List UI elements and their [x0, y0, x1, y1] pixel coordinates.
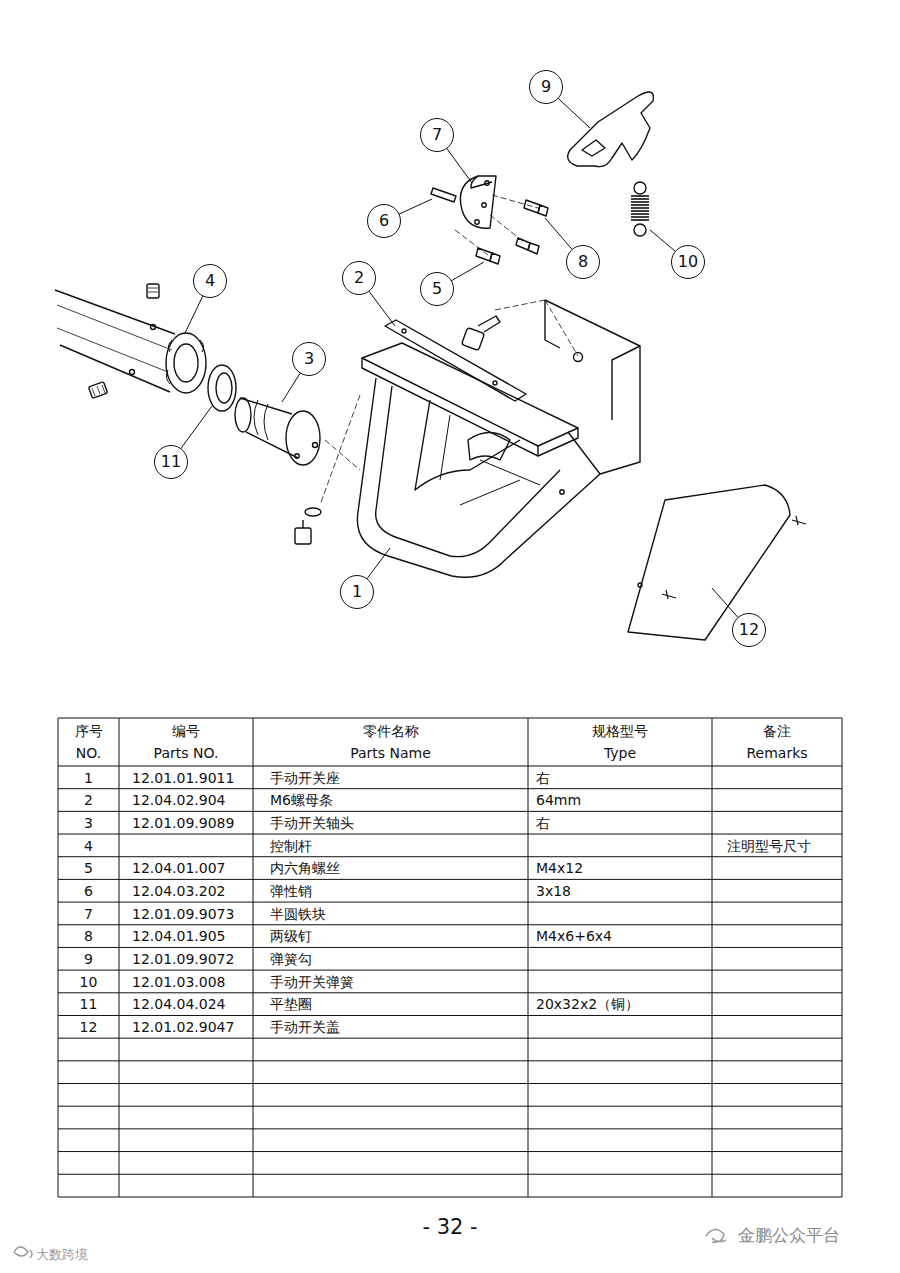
callout-number: 1 — [352, 584, 362, 600]
watermark: 金鹏公众平台 — [738, 1224, 840, 1247]
table-cell: 9 — [84, 949, 93, 969]
callout-circle: 8 — [566, 245, 600, 279]
table-cell: 控制杆 — [270, 836, 312, 856]
page-number: - 32 - — [422, 1214, 477, 1241]
table-cell: 手动开关轴头 — [270, 813, 354, 833]
table-cell: 手动开关弹簧 — [270, 972, 354, 992]
callout-circle: 1 — [340, 575, 374, 609]
table-cell: 右 — [536, 768, 550, 788]
callout-number: 5 — [432, 281, 442, 297]
table-cell: 手动开关座 — [270, 768, 340, 788]
table-cell: 11 — [80, 994, 98, 1014]
table-cell: 2 — [84, 790, 93, 810]
table-cell: 12 — [80, 1017, 98, 1037]
callout-number: 8 — [578, 254, 588, 270]
table-cell: 两级钉 — [270, 926, 312, 946]
table-header: 零件名称 — [363, 721, 419, 741]
watermark: 大数跨境 — [36, 1245, 88, 1264]
callout-number: 12 — [739, 622, 759, 638]
watermark-icon — [14, 1247, 32, 1258]
callout-circle: 10 — [671, 245, 705, 279]
table-cell: 半圆铁块 — [270, 904, 326, 924]
table-header: Type — [604, 743, 636, 763]
table-cell: 右 — [536, 813, 550, 833]
table-cell: M4x6+6x4 — [536, 926, 612, 946]
table-cell: 6 — [84, 881, 93, 901]
callout-circle: 12 — [732, 613, 766, 647]
table-cell: 手动开关盖 — [270, 1017, 340, 1037]
callout-number: 2 — [354, 270, 364, 286]
callout-number: 4 — [205, 273, 215, 289]
table-cell: 1 — [84, 768, 93, 788]
leader-lines — [171, 87, 749, 630]
table-cell: 10 — [80, 972, 98, 992]
table-cell: M4x12 — [536, 858, 583, 878]
table-cell: 平垫圈 — [270, 994, 312, 1014]
table-header: Remarks — [746, 743, 807, 763]
table-cell: 20x32x2（铜） — [536, 994, 639, 1014]
table-header: Parts Name — [350, 743, 431, 763]
callout-number: 3 — [304, 351, 314, 367]
table-cell: 64mm — [536, 790, 581, 810]
callout-circle: 2 — [342, 261, 376, 295]
table-cell: 12.01.09.9073 — [132, 904, 234, 924]
callout-circle: 5 — [420, 272, 454, 306]
table-header: Parts NO. — [154, 743, 219, 763]
table-cell: 12.01.02.9047 — [132, 1017, 234, 1037]
table-cell: 注明型号尺寸 — [727, 836, 811, 856]
table-cell: 12.04.03.202 — [132, 881, 226, 901]
callout-number: 9 — [541, 79, 551, 95]
assembly-lines — [320, 195, 578, 505]
table-cell: M6螺母条 — [270, 790, 333, 810]
table-header: 编号 — [172, 721, 200, 741]
table-cell: 12.04.01.905 — [132, 926, 226, 946]
callout-circle: 11 — [154, 445, 188, 479]
callout-number: 11 — [161, 454, 181, 470]
table-header: NO. — [76, 743, 101, 763]
table-cell: 7 — [84, 904, 93, 924]
callout-number: 7 — [432, 127, 442, 143]
table-cell: 内六角螺丝 — [270, 858, 340, 878]
table-cell: 3x18 — [536, 881, 571, 901]
table-cell: 12.01.01.9011 — [132, 768, 234, 788]
table-cell: 12.01.09.9072 — [132, 949, 234, 969]
callout-number: 10 — [678, 254, 698, 270]
table-cell: 12.01.09.9089 — [132, 813, 234, 833]
table-cell: 12.01.03.008 — [132, 972, 226, 992]
table-header: 序号 — [75, 721, 103, 741]
callout-circle: 9 — [529, 70, 563, 104]
callout-circle: 7 — [420, 118, 454, 152]
parts-table-grid — [58, 718, 842, 1197]
table-cell: 3 — [84, 813, 93, 833]
callout-circle: 4 — [193, 264, 227, 298]
table-header: 规格型号 — [592, 721, 648, 741]
table-cell: 弹簧勾 — [270, 949, 312, 969]
callout-circle: 3 — [292, 342, 326, 376]
table-cell: 12.04.01.007 — [132, 858, 226, 878]
table-cell: 12.04.02.904 — [132, 790, 226, 810]
table-cell: 5 — [84, 858, 93, 878]
callout-number: 6 — [379, 213, 389, 229]
table-header: 备注 — [763, 721, 791, 741]
callout-circle: 6 — [367, 204, 401, 238]
table-cell: 12.04.04.024 — [132, 994, 226, 1014]
table-cell: 4 — [84, 836, 93, 856]
watermark-icon — [706, 1229, 726, 1242]
table-cell: 弹性销 — [270, 881, 312, 901]
table-cell: 8 — [84, 926, 93, 946]
